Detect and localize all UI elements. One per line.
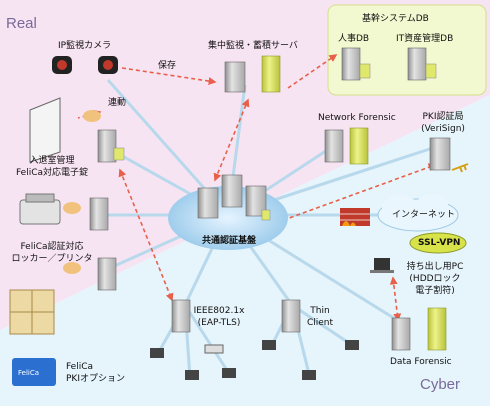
hr-db-icon	[341, 47, 371, 81]
real-zone-label: Real	[6, 15, 37, 32]
felica-locker-label-2: ロッカー／プリンタ	[11, 254, 93, 264]
it-asset-db-icon	[407, 47, 437, 81]
network-forensic-label: Network Forensic	[318, 113, 396, 123]
thin-client-label-1: Thin	[310, 306, 330, 316]
felica-card-text: FeliCa	[18, 369, 40, 377]
room-access-label-2: FeliCa対応電子錠	[15, 168, 89, 178]
ssl-vpn-label: SSL-VPN	[418, 238, 461, 248]
auth-platform-servers	[197, 174, 271, 221]
data-forensic-label: Data Forensic	[390, 357, 452, 367]
save-label: 保存	[158, 61, 177, 71]
cyber-zone-label: Cyber	[420, 376, 461, 393]
ssl-vpn-tunnel	[409, 232, 467, 254]
felica-pki-label-2: PKIオプション	[66, 374, 125, 384]
printer-icon	[19, 193, 109, 231]
felica-pki-label-1: FeliCa	[66, 362, 94, 372]
data-forensic-server-icon	[391, 307, 447, 351]
hr-db-label: 人事DB	[338, 34, 370, 44]
internet-cloud	[377, 194, 459, 232]
room-access-label-1: 入退室管理	[29, 156, 75, 166]
door-lock-icon	[29, 97, 125, 163]
linkage-label: 連動	[108, 98, 127, 108]
thin-client-server-icon	[262, 299, 359, 380]
felica-locker-label-1: FeliCa認証対応	[20, 242, 84, 252]
firewall-icon	[340, 208, 370, 226]
auth-platform-label: 共通認証基盤	[202, 236, 257, 246]
central-server-label: 集中監視・蓄積サーバ	[208, 41, 298, 51]
thin-client-label-2: Client	[306, 318, 334, 328]
pki-ca-label-1: PKI認証局	[422, 112, 464, 122]
ieee-label-1: IEEE802.1x	[193, 306, 245, 316]
mobile-pc-label-2: (HDDロック	[409, 274, 461, 284]
core-db-label: 基幹システムDB	[362, 14, 429, 24]
internet-label: インターネット	[392, 210, 456, 220]
mobile-pc-icon	[370, 258, 394, 273]
it-asset-db-label: IT資産管理DB	[396, 34, 454, 44]
pki-ca-server-icon	[429, 137, 469, 173]
central-server-icon	[224, 55, 281, 93]
ip-camera-label: IP監視カメラ	[58, 41, 112, 51]
pki-ca-label-2: (VeriSign)	[421, 124, 465, 134]
mobile-pc-label-1: 持ち出し用PC	[406, 262, 464, 272]
locker-icon	[9, 257, 117, 335]
network-forensic-server-icon	[324, 127, 369, 165]
ieee8021x-server-icon	[150, 299, 236, 380]
mobile-pc-label-3: 電子割符)	[415, 286, 455, 296]
felica-card-icon	[12, 358, 56, 386]
ip-camera-icon	[52, 56, 118, 74]
ieee-label-2: (EAP-TLS)	[197, 318, 241, 328]
